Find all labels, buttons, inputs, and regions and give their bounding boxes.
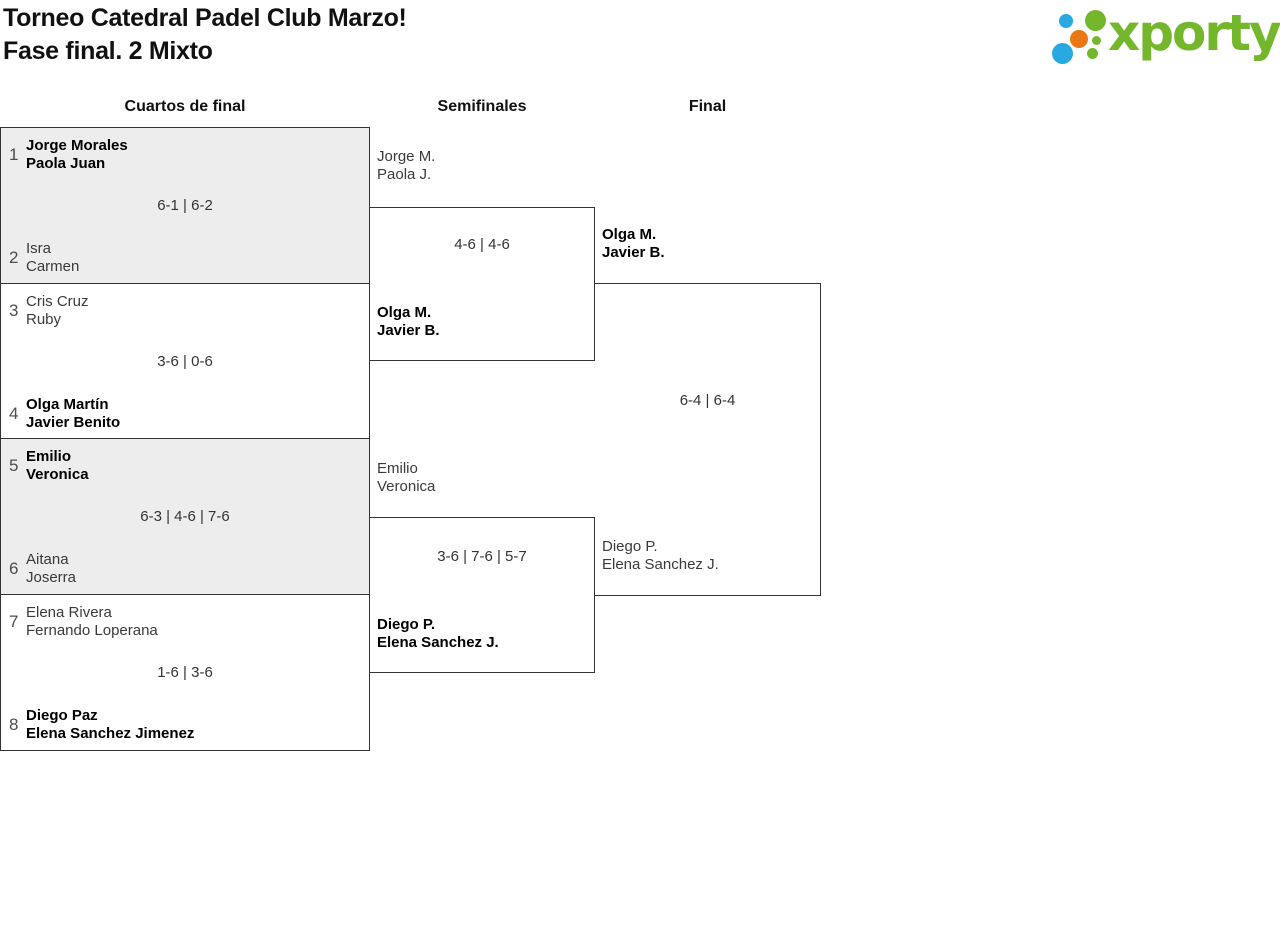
player-name: Elena Sanchez Jimenez bbox=[26, 725, 195, 742]
column-header-final: Final bbox=[688, 98, 727, 115]
logo-dot-green-tiny bbox=[1092, 36, 1101, 45]
xporty-logo: xporty bbox=[1050, 0, 1280, 78]
match-score: 3-6 | 7-6 | 5-7 bbox=[437, 548, 527, 565]
title-line-phase: Fase final. 2 Mixto bbox=[3, 37, 213, 65]
player-name: Elena Sanchez J. bbox=[602, 556, 719, 573]
player-name: Javier B. bbox=[377, 322, 440, 339]
player-name: Paola J. bbox=[377, 166, 432, 183]
player-name: Olga M. bbox=[602, 226, 657, 243]
match-semifinal-1[interactable] bbox=[369, 207, 595, 361]
logo-dot-blue-small bbox=[1059, 14, 1073, 28]
player-name: Paola Juan bbox=[26, 155, 106, 172]
team-entry: 2 Isra Carmen bbox=[9, 240, 79, 276]
team-names: Jorge Morales Paola Juan bbox=[26, 137, 128, 173]
logo-dot-orange bbox=[1070, 30, 1088, 48]
seed-number: 3 bbox=[9, 301, 19, 320]
logo-dot-green-large bbox=[1085, 10, 1106, 31]
player-name: Ruby bbox=[26, 311, 62, 328]
seed-number: 5 bbox=[9, 456, 19, 475]
team-entry: 6 Aitana Joserra bbox=[9, 551, 76, 587]
player-name: Javier B. bbox=[602, 244, 665, 261]
team-names: Jorge M. Paola J. bbox=[377, 148, 435, 184]
seed-number: 6 bbox=[9, 559, 19, 578]
player-name: Aitana bbox=[26, 551, 69, 568]
seed-number: 1 bbox=[9, 145, 19, 164]
team-names: Emilio Veronica bbox=[26, 448, 89, 484]
team-names: Diego P. Elena Sanchez J. bbox=[377, 616, 499, 652]
team-names: Cris Cruz Ruby bbox=[26, 293, 89, 329]
player-name: Cris Cruz bbox=[26, 293, 89, 310]
match-quarterfinal-3[interactable]: 5 Emilio Veronica 6-3 | 4-6 | 7-6 6 Aita… bbox=[0, 438, 370, 595]
player-name: Diego P. bbox=[377, 616, 436, 633]
player-name: Joserra bbox=[26, 569, 77, 586]
column-header-quarterfinals: Cuartos de final bbox=[124, 98, 246, 115]
team-entry: 3 Cris Cruz Ruby bbox=[9, 293, 89, 329]
player-name: Emilio bbox=[377, 460, 418, 477]
match-score: 1-6 | 3-6 bbox=[157, 664, 213, 681]
team-names: Elena Rivera Fernando Loperana bbox=[26, 604, 158, 640]
team-names: Diego P. Elena Sanchez J. bbox=[602, 538, 719, 574]
title-line-tournament: Torneo Catedral Padel Club Marzo! bbox=[3, 4, 407, 32]
team-entry: 4 Olga Martín Javier Benito bbox=[9, 396, 120, 432]
column-header-semifinals: Semifinales bbox=[437, 98, 527, 115]
match-score: 6-1 | 6-2 bbox=[157, 197, 213, 214]
match-quarterfinal-2[interactable]: 3 Cris Cruz Ruby 3-6 | 0-6 4 Olga Martín… bbox=[0, 283, 370, 439]
seed-number: 8 bbox=[9, 715, 19, 734]
match-score: 6-3 | 4-6 | 7-6 bbox=[140, 508, 230, 525]
team-names: Emilio Veronica bbox=[377, 460, 435, 496]
logo-wordmark: xporty bbox=[1108, 4, 1280, 62]
match-quarterfinal-4[interactable]: 7 Elena Rivera Fernando Loperana 1-6 | 3… bbox=[0, 594, 370, 751]
player-name: Elena Sanchez J. bbox=[377, 634, 499, 651]
player-name: Diego P. bbox=[602, 538, 658, 555]
team-names: Olga M. Javier B. bbox=[377, 304, 440, 340]
team-entry: 8 Diego Paz Elena Sanchez Jimenez bbox=[9, 707, 194, 743]
team-names: Olga Martín Javier Benito bbox=[26, 396, 120, 432]
player-name: Elena Rivera bbox=[26, 604, 112, 621]
player-name: Emilio bbox=[26, 448, 72, 465]
player-name: Javier Benito bbox=[26, 414, 121, 431]
match-final[interactable] bbox=[594, 283, 821, 596]
player-name: Isra bbox=[26, 240, 52, 257]
player-name: Jorge Morales bbox=[26, 137, 128, 154]
seed-number: 7 bbox=[9, 612, 19, 631]
player-name: Jorge M. bbox=[377, 148, 436, 165]
team-names: Diego Paz Elena Sanchez Jimenez bbox=[26, 707, 194, 743]
team-entry: 1 Jorge Morales Paola Juan bbox=[9, 137, 128, 173]
seed-number: 4 bbox=[9, 404, 19, 423]
team-names: Isra Carmen bbox=[26, 240, 79, 276]
player-name: Veronica bbox=[377, 478, 436, 495]
team-names: Aitana Joserra bbox=[26, 551, 76, 587]
team-names: Olga M. Javier B. bbox=[602, 226, 665, 262]
match-score: 3-6 | 0-6 bbox=[157, 353, 213, 370]
player-name: Fernando Loperana bbox=[26, 622, 158, 639]
match-score: 6-4 | 6-4 bbox=[679, 392, 736, 409]
team-entry: 7 Elena Rivera Fernando Loperana bbox=[9, 604, 158, 640]
match-score: 4-6 | 4-6 bbox=[454, 236, 510, 253]
player-name: Veronica bbox=[26, 466, 89, 483]
seed-number: 2 bbox=[9, 248, 19, 267]
logo-dot-blue-large bbox=[1052, 43, 1073, 64]
team-entry: 5 Emilio Veronica bbox=[9, 448, 89, 484]
player-name: Olga Martín bbox=[26, 396, 109, 413]
player-name: Diego Paz bbox=[26, 707, 98, 724]
logo-dot-green-small bbox=[1087, 48, 1098, 59]
page-title: Torneo Catedral Padel Club Marzo! Fase f… bbox=[3, 2, 407, 68]
player-name: Carmen bbox=[26, 258, 80, 275]
match-quarterfinal-1[interactable]: 1 Jorge Morales Paola Juan 6-1 | 6-2 2 I… bbox=[0, 127, 370, 284]
player-name: Olga M. bbox=[377, 304, 432, 321]
